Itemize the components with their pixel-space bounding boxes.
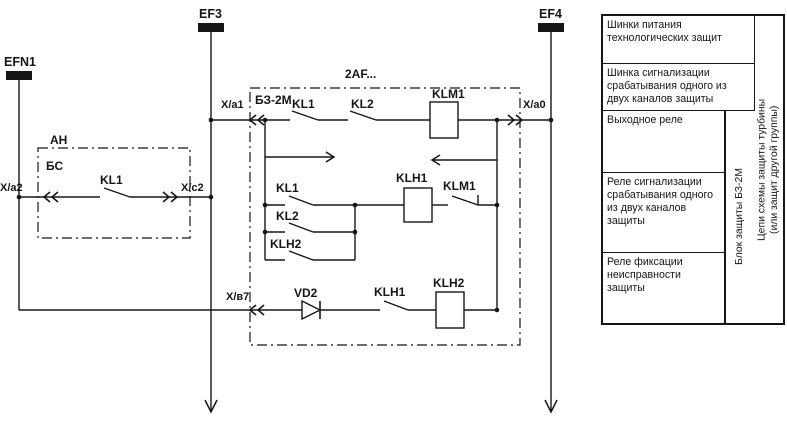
terminal-xv7-label: Х/в7 xyxy=(226,291,249,303)
kl2-branch-contact-label: KL2 xyxy=(276,209,299,223)
xc2-connector-icon xyxy=(162,191,179,203)
xv7-connector-icon xyxy=(248,304,265,316)
kl2-top-contact-label: KL2 xyxy=(351,97,374,111)
legend-row-output-relay: Выходное реле xyxy=(603,111,725,173)
relay-coils xyxy=(403,101,465,329)
efn1-bus-bar xyxy=(6,71,32,80)
legend-row-fault-relay: Реле фиксации неисправности защиты xyxy=(603,253,725,323)
bs-label: БС xyxy=(46,159,63,173)
device-outlines xyxy=(37,87,521,346)
klh2-coil xyxy=(435,291,465,329)
legend-row-supply-buses: Шинки питания технологических защит xyxy=(603,16,755,64)
vd2-diode xyxy=(301,299,322,321)
ef4-bus-bar xyxy=(538,23,564,32)
klh1-contact-label: KLH1 xyxy=(374,285,406,299)
vd2-diode-label: VD2 xyxy=(294,286,318,300)
klm1-nc-contact-label: KLM1 xyxy=(443,179,476,193)
terminal-xa2-label: Х/а2 xyxy=(0,182,23,194)
connector-chevrons xyxy=(42,114,524,316)
efn1-bus-label: EFN1 xyxy=(4,55,36,69)
schematic-labels: EFN1 EF3 EF4 АН БС 2AF... БЗ-2М Х/а2 Х/с… xyxy=(0,7,562,303)
terminal-xc2-label: Х/с2 xyxy=(181,182,204,194)
junction-dots xyxy=(16,117,554,313)
legend-column-protection-block: Блок защиты БЗ-2М xyxy=(725,111,755,323)
ef3-bus-bar xyxy=(198,23,224,32)
xa2-connector-icon xyxy=(42,191,59,203)
bz2m-label: БЗ-2М xyxy=(255,93,292,107)
an-box-outline xyxy=(37,147,191,239)
left-arrow-icon xyxy=(430,154,441,166)
ef3-bus-label: EF3 xyxy=(199,7,222,21)
legend-table: Шинки питания технологических защит Шинк… xyxy=(601,14,785,325)
kl1-branch-contact-label: KL1 xyxy=(276,181,299,195)
kl1-top-contact-label: KL1 xyxy=(292,97,315,111)
2af-box-label: 2AF... xyxy=(345,67,376,81)
xa1-connector-icon xyxy=(248,114,265,126)
ef4-bus-label: EF4 xyxy=(539,7,562,21)
legend-row-signal-bus: Шинка сигнализации срабатывания одного и… xyxy=(603,64,755,111)
ef3-down-arrow-icon xyxy=(204,399,218,414)
klh2-branch-contact-label: KLH2 xyxy=(270,237,302,251)
klh1-coil-label: KLH1 xyxy=(396,171,428,185)
direction-arrows xyxy=(204,151,558,414)
xa0-connector-icon xyxy=(507,114,524,126)
terminal-xa1-label: Х/а1 xyxy=(221,99,244,111)
legend-column-turbine-circuits: Цепи схемы защиты турбины (или защит дру… xyxy=(756,98,780,241)
an-box-label: АН xyxy=(50,133,67,147)
bus-bars xyxy=(6,23,564,80)
2af-box-outline xyxy=(249,87,521,346)
an-kl1-contact-label: KL1 xyxy=(100,173,123,187)
relay-protection-schematic: EFN1 EF3 EF4 АН БС 2AF... БЗ-2М Х/а2 Х/с… xyxy=(0,7,564,414)
klh2-coil-label: KLH2 xyxy=(433,276,465,290)
legend-row-signal-relay: Реле сигнализации срабатывания одного из… xyxy=(603,173,725,253)
ef4-down-arrow-icon xyxy=(544,399,558,414)
circuit-wires xyxy=(18,32,552,411)
right-arrow-icon xyxy=(325,151,336,163)
terminal-xa0-label: Х/а0 xyxy=(523,99,546,111)
klm1-coil xyxy=(429,101,459,139)
klh1-coil xyxy=(403,187,433,223)
klm1-coil-label: KLM1 xyxy=(432,87,465,101)
